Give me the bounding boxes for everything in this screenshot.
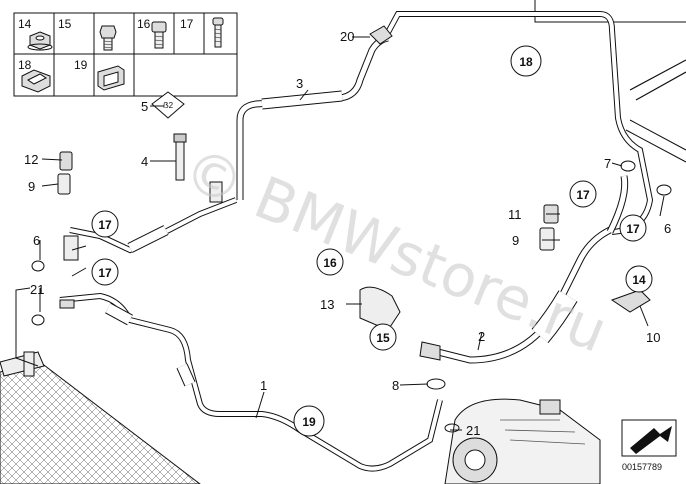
callout-16: 16 — [323, 256, 337, 270]
hex-bolt-icon — [99, 25, 117, 51]
callout-13: 13 — [320, 297, 334, 312]
pipe-lines — [59, 11, 654, 472]
callout-7: 7 — [604, 156, 611, 171]
callout-21-a: 21 — [30, 282, 44, 297]
svg-text:ẞ2: ẞ2 — [163, 101, 174, 110]
legend-num-16: 16 — [137, 17, 151, 31]
legend-num-18: 18 — [18, 58, 32, 72]
fittings: ẞ2 — [31, 25, 672, 433]
compressor — [444, 398, 601, 484]
callout-17-a: 17 — [98, 218, 112, 232]
screw-icon — [212, 17, 224, 48]
callout-9-a: 9 — [28, 179, 35, 194]
legend-box: 14 15 16 17 18 — [13, 12, 238, 97]
callout-17-c: 17 — [576, 188, 590, 202]
callout-20: 20 — [340, 29, 354, 44]
catalog-number: 00157789 — [622, 462, 662, 472]
callout-10: 10 — [646, 330, 660, 345]
callout-1: 1 — [260, 378, 267, 393]
callout-6-b: 6 — [664, 221, 671, 236]
callout-21-b: 21 — [466, 423, 480, 438]
callout-4: 4 — [141, 154, 148, 169]
holder-clip-icon — [97, 65, 125, 91]
callout-17-b: 17 — [98, 266, 112, 280]
callout-11: 11 — [508, 207, 522, 222]
legend-num-14: 14 — [18, 17, 32, 31]
flange-nut-icon — [27, 31, 53, 51]
callout-12: 12 — [24, 152, 38, 167]
circled-callouts: 18 17 17 17 17 16 15 14 19 — [91, 45, 653, 437]
callout-8: 8 — [392, 378, 399, 393]
callout-9-b: 9 — [512, 233, 519, 248]
number-callouts: 20 3 5 4 12 9 6 21 1 13 2 8 21 11 9 7 6 … — [24, 29, 671, 438]
callout-14: 14 — [632, 273, 646, 287]
callout-19: 19 — [302, 415, 316, 429]
callout-2: 2 — [478, 329, 485, 344]
clip-bracket-icon — [21, 69, 51, 93]
catalog-box: 00157789 — [621, 419, 677, 472]
legend-num-17: 17 — [180, 17, 194, 31]
arrow-icon — [630, 426, 672, 454]
condenser — [0, 351, 201, 484]
leader-lines — [15, 36, 665, 431]
callout-18: 18 — [519, 55, 533, 69]
callout-6-a: 6 — [33, 233, 40, 248]
legend-num-19: 19 — [74, 58, 88, 72]
legend-num-15: 15 — [58, 17, 72, 31]
callout-5: 5 — [141, 99, 148, 114]
callout-15: 15 — [376, 331, 390, 345]
socket-bolt-icon — [151, 21, 167, 49]
callout-3: 3 — [296, 76, 303, 91]
body-frame — [534, 0, 686, 163]
callout-17-d: 17 — [626, 222, 640, 236]
